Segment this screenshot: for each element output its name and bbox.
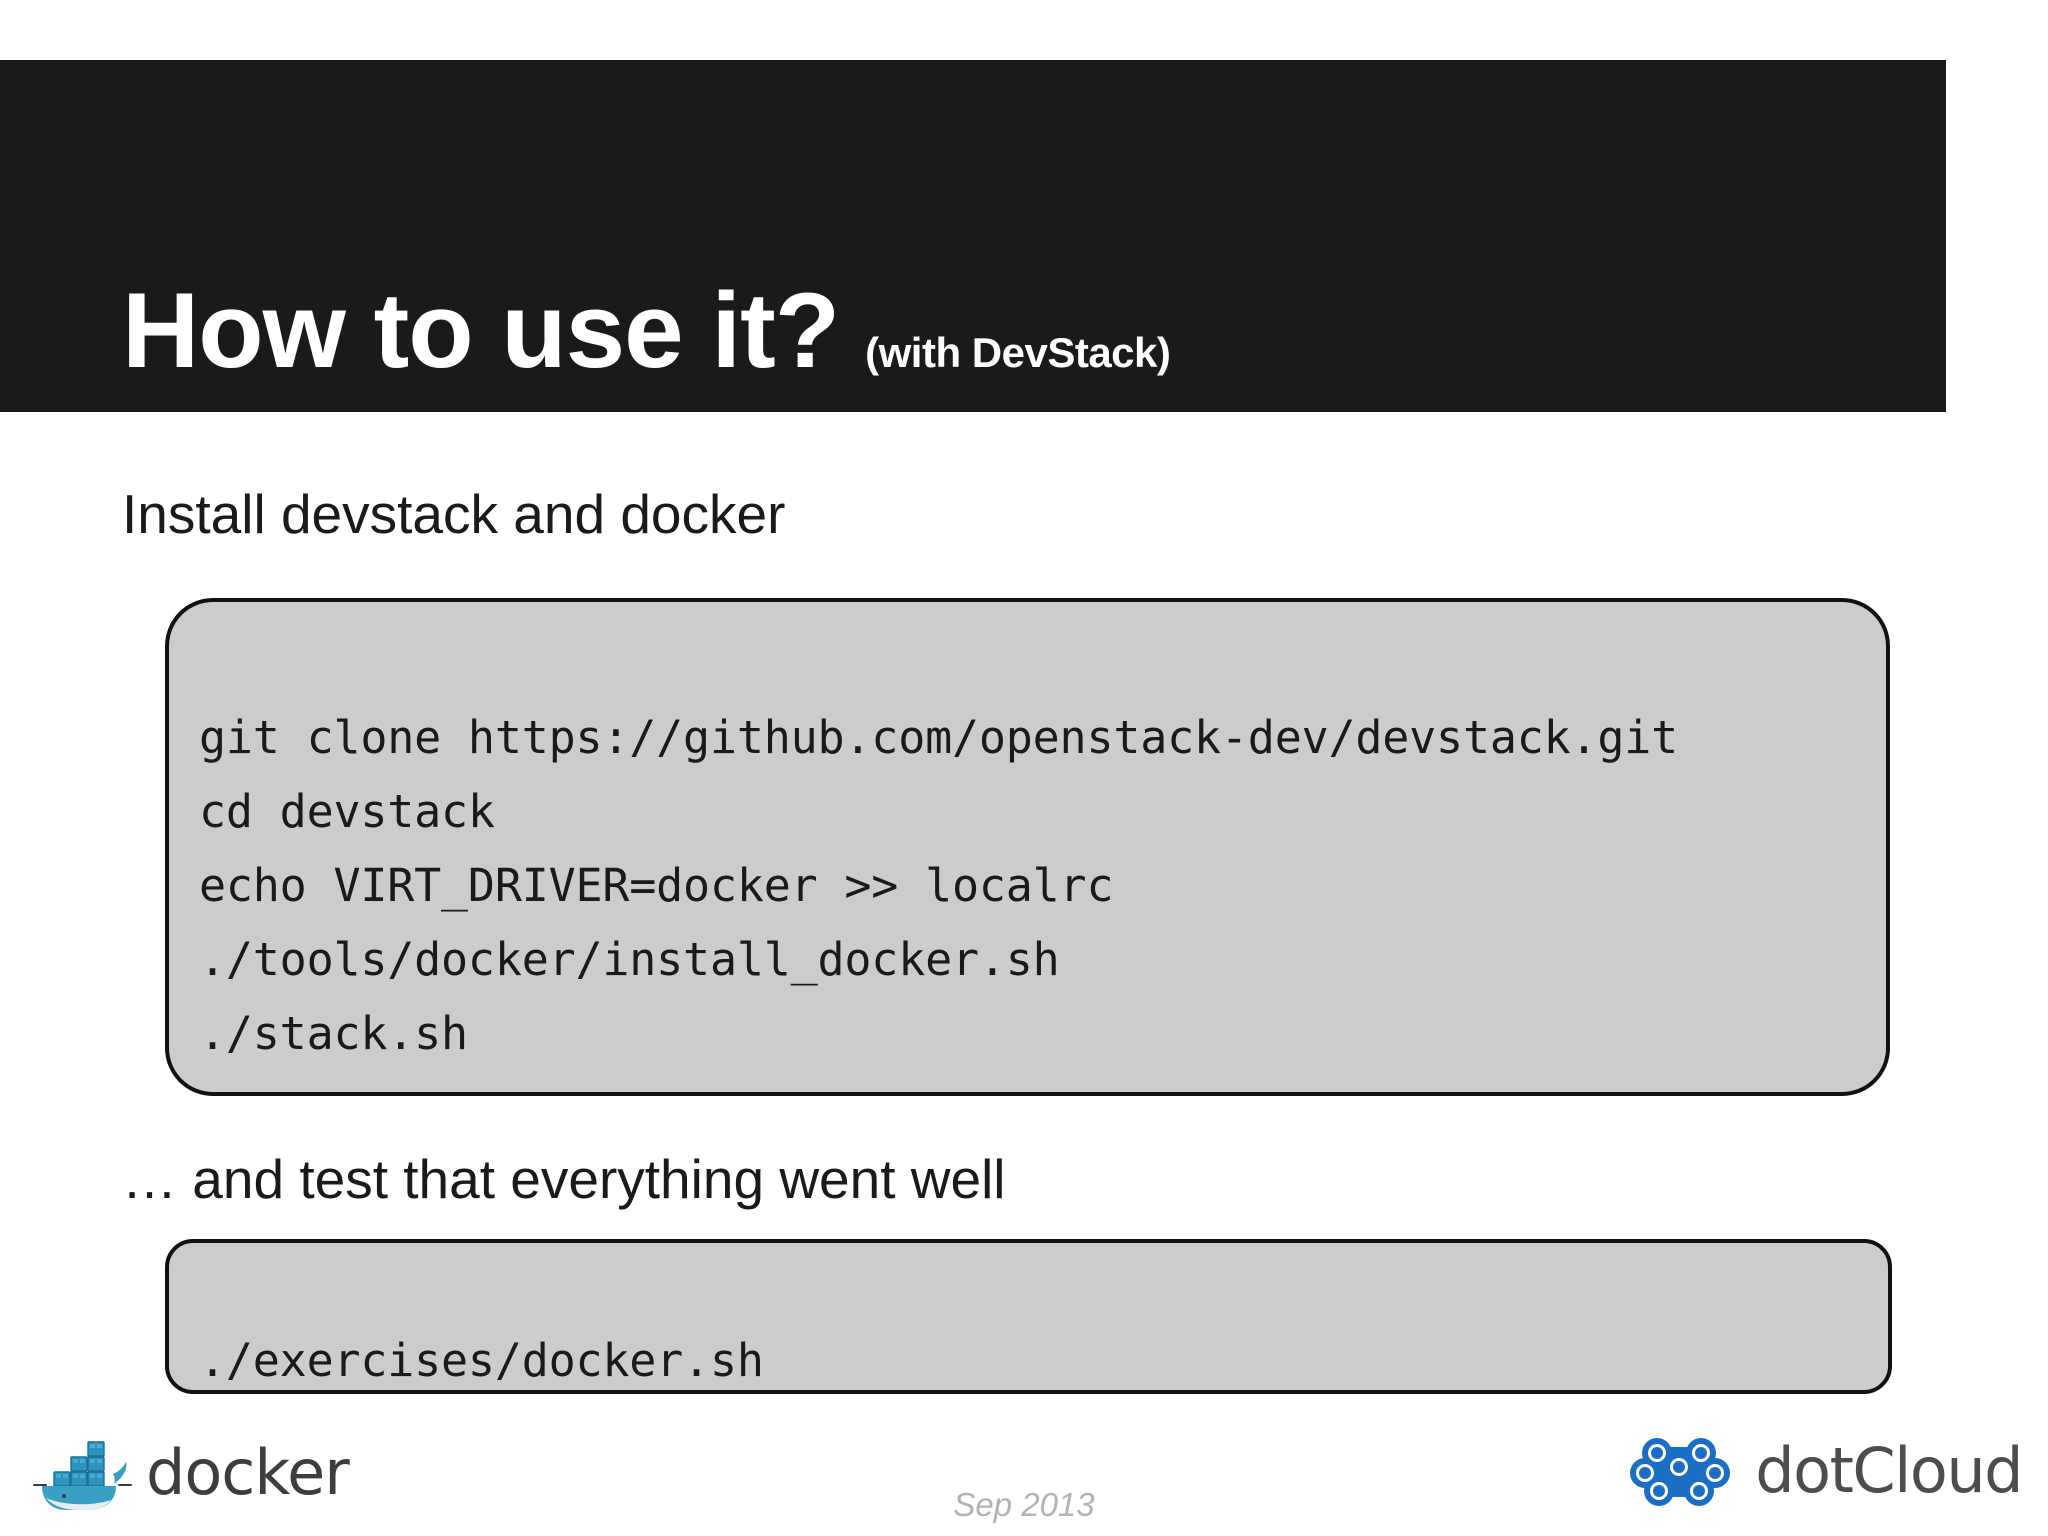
page-title: How to use it? <box>122 270 840 390</box>
page-subtitle: (with DevStack) <box>865 329 1171 376</box>
docker-wordmark: docker <box>146 1436 350 1509</box>
slide-header-bar: How to use it? (with DevStack) <box>0 60 1946 412</box>
code-text-install: git clone https://github.com/openstack-d… <box>199 711 1679 1060</box>
section-heading-test: … and test that everything went well <box>122 1148 1006 1210</box>
footer-date: Sep 2013 <box>953 1486 1095 1523</box>
docker-whale-icon <box>24 1428 142 1519</box>
code-block-install: git clone https://github.com/openstack-d… <box>165 598 1890 1096</box>
docker-logo: docker <box>24 1426 350 1520</box>
code-block-test: ./exercises/docker.sh <box>165 1239 1892 1394</box>
code-text-test: ./exercises/docker.sh <box>199 1334 764 1387</box>
dotcloud-logo: dotCloud <box>1619 1428 2023 1514</box>
section-heading-install: Install devstack and docker <box>122 483 786 545</box>
dotcloud-cloud-icon <box>1619 1429 1741 1514</box>
dotcloud-wordmark: dotCloud <box>1755 1434 2023 1507</box>
title-row: How to use it? (with DevStack) <box>122 270 1171 390</box>
